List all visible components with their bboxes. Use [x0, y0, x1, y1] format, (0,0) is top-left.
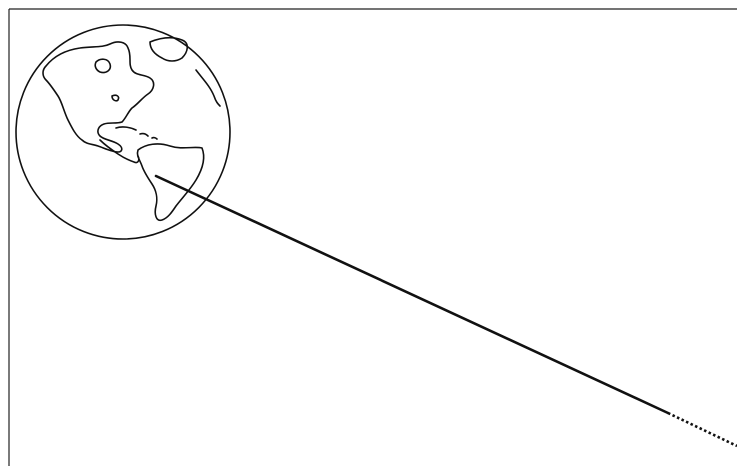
north-america-outline — [43, 42, 154, 152]
ray-dotted-segment — [668, 413, 737, 446]
great-lakes-detail — [112, 95, 119, 101]
hudson-bay-detail — [95, 59, 110, 72]
ray — [156, 176, 737, 446]
ray-solid-segment — [156, 176, 668, 413]
europe-edge-outline — [196, 70, 220, 106]
frame — [9, 9, 737, 466]
globe-outline — [16, 25, 230, 239]
greenland-outline — [150, 38, 187, 61]
globe-icon — [16, 25, 230, 239]
cuba-outline — [116, 127, 136, 130]
caribbean-islands — [140, 134, 157, 139]
